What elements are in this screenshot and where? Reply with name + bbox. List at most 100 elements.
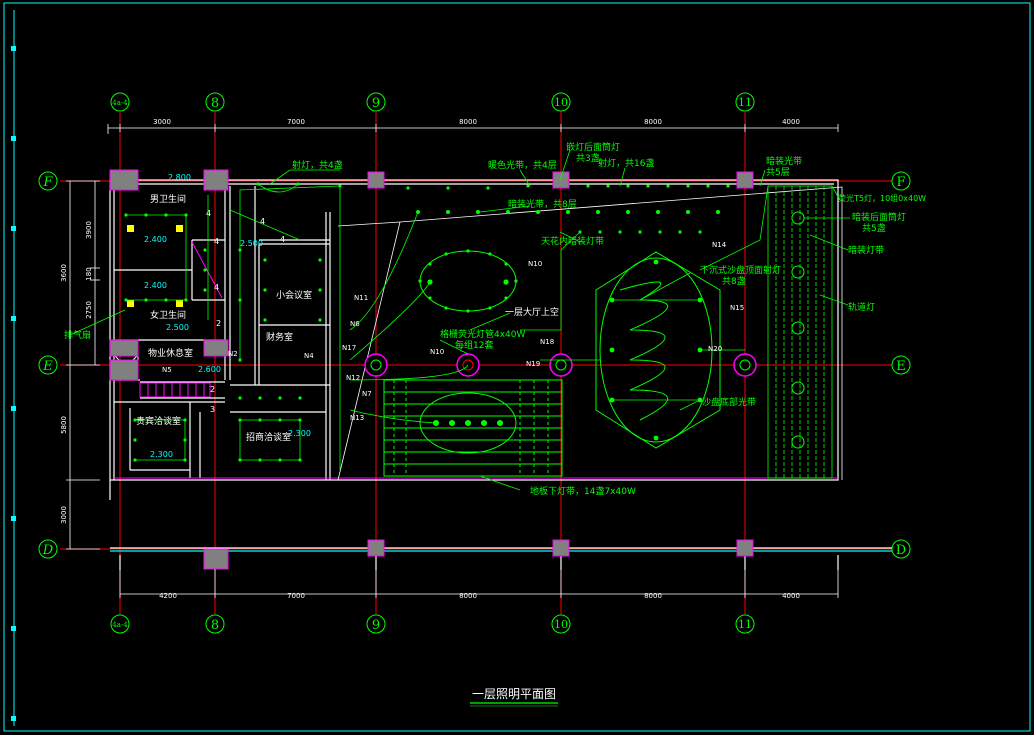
switch-counts: 4 4 4 2 4 4 3 2 <box>206 209 285 414</box>
column-11-f <box>736 171 754 189</box>
note-light-strip-right: 暗装光带 <box>766 155 802 167</box>
height-marker: 2.500 <box>166 323 189 332</box>
column-11-d <box>736 539 754 557</box>
room-labels: 男卫生间 女卫生间 小会议室 财务室 物业休息室 贵宾洽谈室 招商洽谈室 一层大… <box>136 193 559 443</box>
switch-count: 4 <box>280 235 285 244</box>
switch-count: 4 <box>206 209 211 218</box>
exhaust-fan-icon <box>176 225 183 232</box>
axis-label-4a4-top: 4a-4 <box>112 99 128 107</box>
dim-left-2: 3600 <box>60 264 68 282</box>
circuit-tag: N6 <box>350 320 360 328</box>
note-sand-table-light-count: 共8盏 <box>722 275 746 287</box>
axis-label-d-right: D <box>896 543 906 558</box>
circuit-tag: N11 <box>354 294 368 302</box>
pendant-light-icon <box>549 353 573 377</box>
circuit-tag: N13 <box>350 414 364 422</box>
downlight-icon <box>791 435 805 449</box>
dim-left-3: 180 <box>85 267 93 280</box>
circuit-tag: N10 <box>528 260 542 268</box>
axis-bubble-10-top <box>551 92 571 112</box>
axis-label-11-top: 11 <box>738 96 752 109</box>
height-marker: 2.400 <box>144 281 167 290</box>
switch-count: 4 <box>214 283 219 292</box>
height-markers: 2.800 2.400 2.400 2.500 2.500 2.600 2.30… <box>144 173 311 459</box>
circuit-tag: N14 <box>712 241 727 249</box>
dim-bottom-1: 4200 <box>159 592 177 600</box>
downlight-icon <box>791 381 805 395</box>
note-downlight-5-count: 共5盏 <box>862 222 886 234</box>
dim-left-1: 3900 <box>85 221 93 239</box>
dim-bottom-3: 8000 <box>459 592 477 600</box>
sheet-edge-ticks <box>11 46 16 721</box>
note-light-strip-right-count: 共5层 <box>766 167 790 178</box>
switch-count: 4 <box>214 237 219 246</box>
axis-bubble-10-bottom <box>551 614 571 634</box>
toilet-fixtures <box>127 225 183 307</box>
height-marker: 2.400 <box>144 235 167 244</box>
leader-lines <box>69 149 850 491</box>
axis-label-4a4-bottom: 4a-4 <box>112 621 128 629</box>
exhaust-fan-icon <box>176 300 183 307</box>
room-label-vip-meeting: 贵宾洽谈室 <box>136 415 181 427</box>
circuit-tag: N10 <box>430 348 444 356</box>
dim-left-5: 5800 <box>60 416 68 434</box>
room-label-property-rest: 物业休息室 <box>148 347 193 359</box>
dim-top-1: 3000 <box>153 118 171 126</box>
note-sand-table-light: 下沉式沙盘顶面射灯 <box>700 264 781 276</box>
switch-count: 2 <box>210 385 215 394</box>
note-ceiling-light-strip: 天花内暗装灯带 <box>541 235 604 247</box>
axis-bubble-8-top <box>205 92 225 112</box>
axis-bubble-9-top <box>366 92 386 112</box>
switch-count: 4 <box>260 217 265 226</box>
axis-label-e-left: E <box>42 359 53 374</box>
axis-label-f-right: F <box>896 175 905 190</box>
axis-label-9-top: 9 <box>372 96 380 111</box>
doors-and-stair <box>114 241 838 479</box>
note-spot-lights-16: 射灯，共16盏 <box>598 157 654 169</box>
height-marker: 2.300 <box>288 429 311 438</box>
circuit-tag: N7 <box>362 390 372 398</box>
note-sand-table-strip: 沙盘底部光带 <box>702 396 756 408</box>
dimension-lines <box>66 124 839 598</box>
axis-bubble-e-left <box>38 355 58 375</box>
column-8-d <box>203 548 229 570</box>
light-fixtures <box>124 182 730 462</box>
height-marker: 2.500 <box>240 239 263 248</box>
walls <box>109 179 892 570</box>
axis-labels: 4a-4 8 9 10 11 4a-4 8 9 10 11 F E D F E … <box>42 96 906 633</box>
circuit-tag: N2 <box>228 350 238 358</box>
column-9-f <box>367 171 385 189</box>
note-light-strip-8: 暗装光带，共8层 <box>508 198 577 210</box>
circuit-tag: N18 <box>540 338 554 346</box>
right-downlights <box>791 211 805 449</box>
axis-bubble-9-bottom <box>366 614 386 634</box>
switch-count: 2 <box>216 319 221 328</box>
room-label-female-toilet: 女卫生间 <box>150 309 186 321</box>
axis-bubble-11-top <box>735 92 755 112</box>
column-4a4-mid <box>109 359 139 381</box>
axis-bubble-f-left <box>38 171 58 191</box>
axis-label-10-bottom: 10 <box>554 618 568 631</box>
dim-left-6: 3000 <box>60 506 68 524</box>
axis-bubble-f-right <box>891 171 911 191</box>
note-downlight-5: 暗装后面筒灯 <box>852 211 906 223</box>
axis-bubbles <box>38 92 911 634</box>
sand-table-strip-lines <box>619 281 669 421</box>
column-10-f <box>552 171 570 189</box>
note-exhaust-fan: 排气扇 <box>64 329 91 341</box>
room-label-small-meeting: 小会议室 <box>276 289 312 301</box>
dim-top-5: 4000 <box>782 118 800 126</box>
circuit-tag: N17 <box>342 344 356 352</box>
circuit-tag: N20 <box>708 345 722 353</box>
sheet-border <box>3 2 1031 732</box>
circuit-tag: N4 <box>304 352 314 360</box>
right-light-trough <box>767 185 833 479</box>
switch-count: 3 <box>210 405 215 414</box>
height-marker: 2.800 <box>168 173 191 182</box>
dim-left-4: 2750 <box>85 301 93 319</box>
axis-label-d-left: D <box>42 543 54 558</box>
dim-bottom-4: 8000 <box>644 592 662 600</box>
column-8-f <box>203 169 229 191</box>
axis-label-11-bottom: 11 <box>738 618 752 631</box>
